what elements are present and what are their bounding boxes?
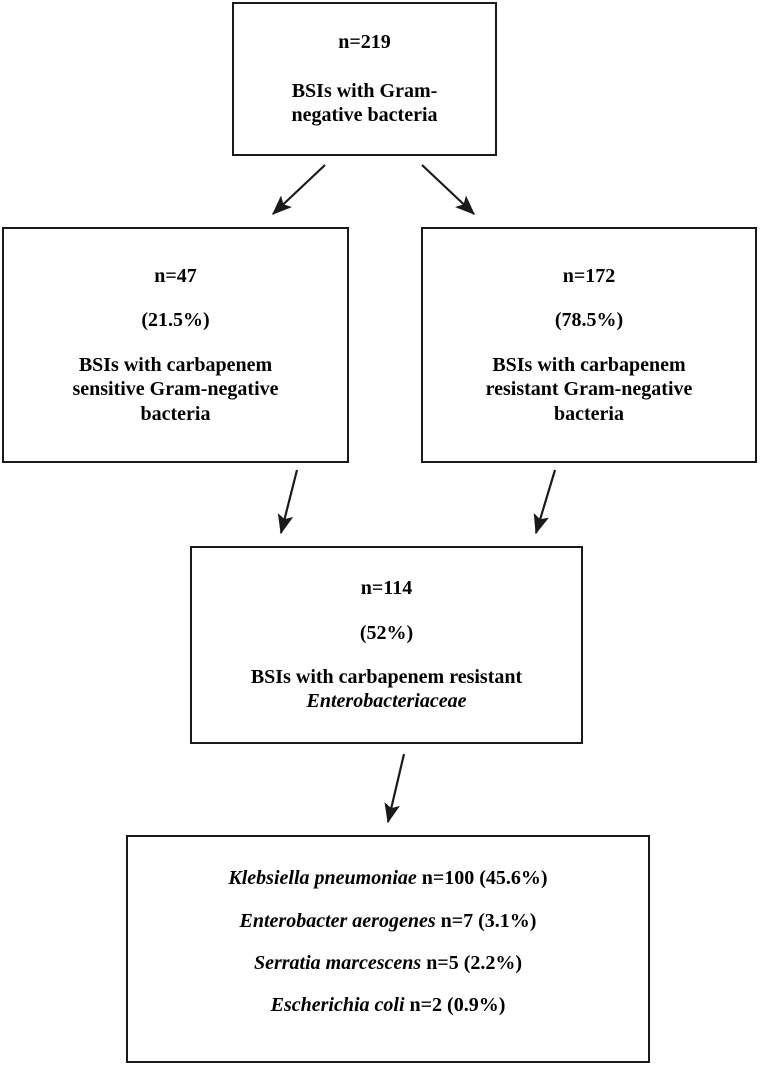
node-resistant-percent: (78.5%): [554, 309, 624, 332]
node-resistant-description-line1: BSIs with carbapenem: [492, 353, 686, 376]
species-row: Serratia marcescens n=5 (2.2%): [254, 951, 522, 975]
species-count: n=2 (0.9%): [404, 994, 506, 1017]
node-cre-count: n=114: [360, 577, 413, 600]
species-count: n=7 (3.1%): [435, 909, 537, 932]
species-name: Enterobacter aerogenes: [239, 909, 436, 932]
species-name: Klebsiella pneumoniae: [228, 867, 417, 890]
species-row: Enterobacter aerogenes n=7 (3.1%): [240, 909, 537, 933]
arrow-resistant-to-cre: [533, 469, 557, 535]
node-cre-percent: (52%): [359, 621, 414, 644]
species-list: Klebsiella pneumoniae n=100 (45.6%) Enter…: [128, 866, 648, 1032]
node-sensitive-count: n=47: [154, 265, 197, 288]
node-total-description: BSIs with Gram- negative bacteria: [291, 79, 437, 128]
node-resistant-description: BSIs with carbapenem resistant Gram-nega…: [486, 353, 693, 426]
node-cre-description: BSIs with carbapenem resistant Enterobac…: [251, 665, 522, 714]
species-row: Escherichia coli n=2 (0.9%): [271, 993, 506, 1017]
arrow-sensitive-to-cre: [277, 469, 299, 535]
node-carbapenem-resistant-enterobacteriaceae[interactable]: n=114 (52%) BSIs with carbapenem resista…: [190, 546, 583, 744]
arrow-total-to-sensitive: [272, 164, 326, 215]
arrow-total-to-resistant: [421, 164, 475, 215]
node-cre-description-line2: Enterobacteriaceae: [306, 690, 467, 713]
node-species-breakdown[interactable]: Klebsiella pneumoniae n=100 (45.6%) Enter…: [126, 835, 650, 1063]
node-sensitive-percent: (21.5%): [141, 309, 210, 332]
node-sensitive-description-line3: bacteria: [140, 402, 211, 425]
node-total-bsi[interactable]: n=219 BSIs with Gram- negative bacteria: [232, 2, 497, 156]
species-row: Klebsiella pneumoniae n=100 (45.6%): [228, 866, 547, 890]
species-name: Escherichia coli: [270, 994, 405, 1017]
species-count: n=100 (45.6%): [416, 867, 548, 890]
node-total-count: n=219: [338, 31, 391, 54]
species-count: n=5 (2.2%): [421, 952, 523, 974]
node-sensitive-description-line2: sensitive Gram-negative: [72, 378, 279, 401]
species-name: Serratia marcescens: [253, 952, 422, 974]
node-total-description-line2: negative bacteria: [291, 104, 438, 127]
arrow-cre-to-species: [384, 753, 406, 824]
node-cre-description-line1: BSIs with carbapenem resistant: [250, 666, 523, 688]
node-carbapenem-resistant[interactable]: n=172 (78.5%) BSIs with carbapenem resis…: [421, 227, 757, 463]
node-sensitive-description-line1: BSIs with carbapenem: [78, 353, 273, 376]
node-resistant-count: n=172: [562, 265, 616, 288]
node-total-description-line1: BSIs with Gram-: [291, 79, 438, 102]
node-carbapenem-sensitive[interactable]: n=47 (21.5%) BSIs with carbapenem sensit…: [2, 227, 349, 463]
node-sensitive-description: BSIs with carbapenem sensitive Gram-nega…: [72, 353, 278, 426]
node-resistant-description-line3: bacteria: [554, 402, 624, 425]
node-resistant-description-line2: resistant Gram-negative: [485, 378, 693, 401]
